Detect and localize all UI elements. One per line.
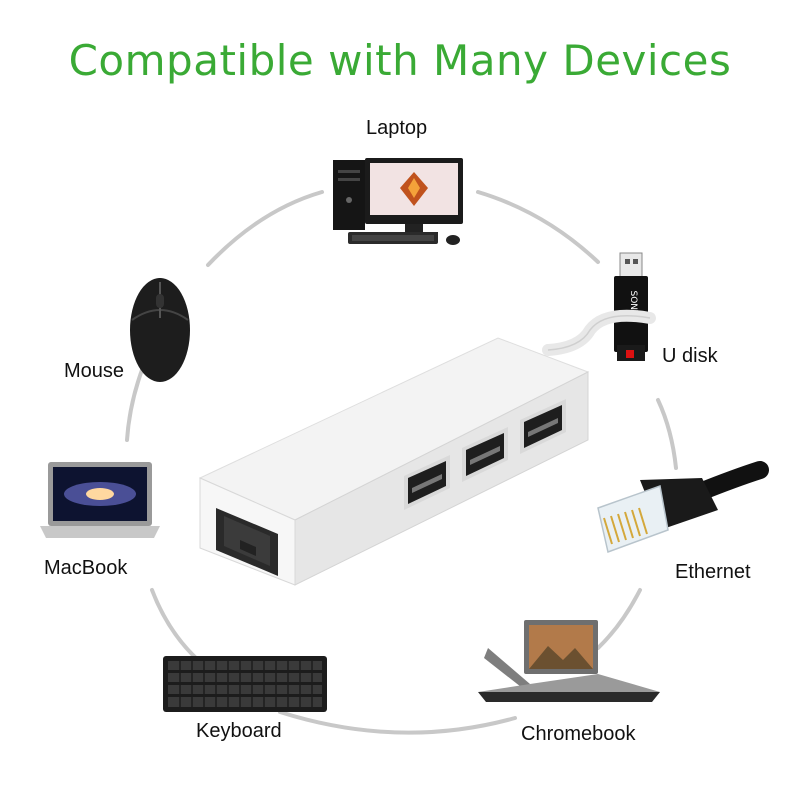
- computer-mouse-icon: [130, 278, 190, 382]
- chromebook-icon: [478, 620, 660, 702]
- macbook-icon: [40, 462, 160, 538]
- usb-ethernet-hub-icon: [198, 337, 590, 586]
- label-keyboard: Keyboard: [196, 720, 282, 742]
- keyboard-icon: [163, 656, 327, 712]
- desktop-computer-icon: [333, 158, 463, 245]
- label-mouse: Mouse: [64, 360, 125, 382]
- label-udisk: U disk: [662, 345, 718, 367]
- compatibility-ring: [125, 190, 678, 735]
- ethernet-cable-icon: [597, 461, 769, 553]
- usb-port-icon: [462, 427, 508, 482]
- usb-port-icon: [404, 455, 450, 510]
- label-laptop: Laptop: [366, 117, 428, 139]
- usb-flash-drive-icon: SONY: [614, 252, 648, 361]
- usb-cable-icon: [542, 309, 656, 356]
- headline: Compatible with Many Devices: [68, 36, 732, 85]
- label-macbook: MacBook: [44, 557, 128, 579]
- label-ethernet: Ethernet: [675, 561, 751, 583]
- udisk-brand: SONY: [628, 290, 638, 316]
- label-chromebook: Chromebook: [521, 723, 636, 745]
- usb-port-icon: [520, 399, 566, 454]
